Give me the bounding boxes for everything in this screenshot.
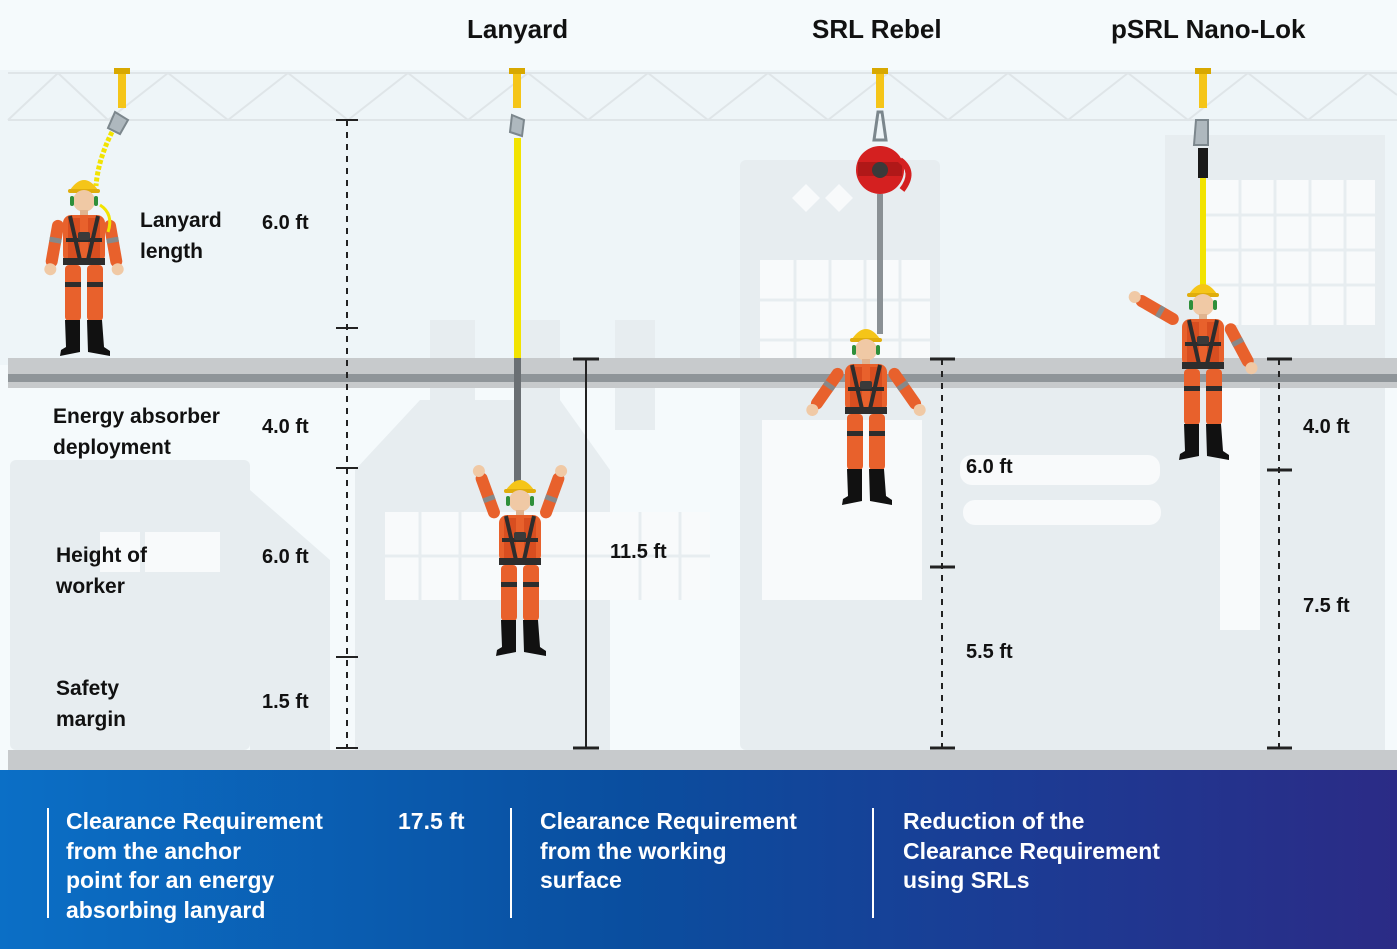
measurement-energy-absorber: 4.0 ft	[262, 416, 309, 438]
column-title-lanyard: Lanyard	[467, 14, 569, 44]
measurement-safety-margin: 1.5 ft	[262, 691, 309, 713]
label-lanyard-length: Lanyard length	[140, 209, 222, 263]
measurement-lanyard-length: 6.0 ft	[262, 212, 309, 234]
measurement-lanyard-clearance: 11.5 ft	[610, 541, 667, 563]
column-title-psrl-nano-lok: pSRL Nano-Lok	[1111, 14, 1306, 44]
measurement-height-of-worker: 6.0 ft	[262, 546, 309, 568]
measurement-psrl-upper: 4.0 ft	[1303, 416, 1350, 438]
label-energy-absorber-deployment: Energy absorber deployment	[53, 405, 220, 459]
footer-banner: Clearance Requirement from the anchor po…	[0, 770, 1397, 949]
measurement-srl-upper: 6.0 ft	[966, 456, 1013, 478]
measurement-psrl-lower: 7.5 ft	[1303, 595, 1350, 617]
footer-divider	[872, 808, 874, 918]
column-title-srl-rebel: SRL Rebel	[812, 14, 942, 44]
footer-reduction-text: Reduction of the Clearance Requirement u…	[903, 808, 1160, 893]
footer-anchor-clearance-text: Clearance Requirement from the anchor po…	[66, 808, 323, 923]
footer-divider	[510, 808, 512, 918]
label-safety-margin: Safety margin	[56, 677, 127, 731]
footer-working-surface-text: Clearance Requirement from the working s…	[540, 808, 797, 893]
footer-anchor-clearance-value: 17.5 ft	[398, 808, 465, 834]
footer-divider	[47, 808, 49, 918]
label-height-of-worker: Height of worker	[56, 544, 147, 598]
measurement-srl-lower: 5.5 ft	[966, 641, 1013, 663]
